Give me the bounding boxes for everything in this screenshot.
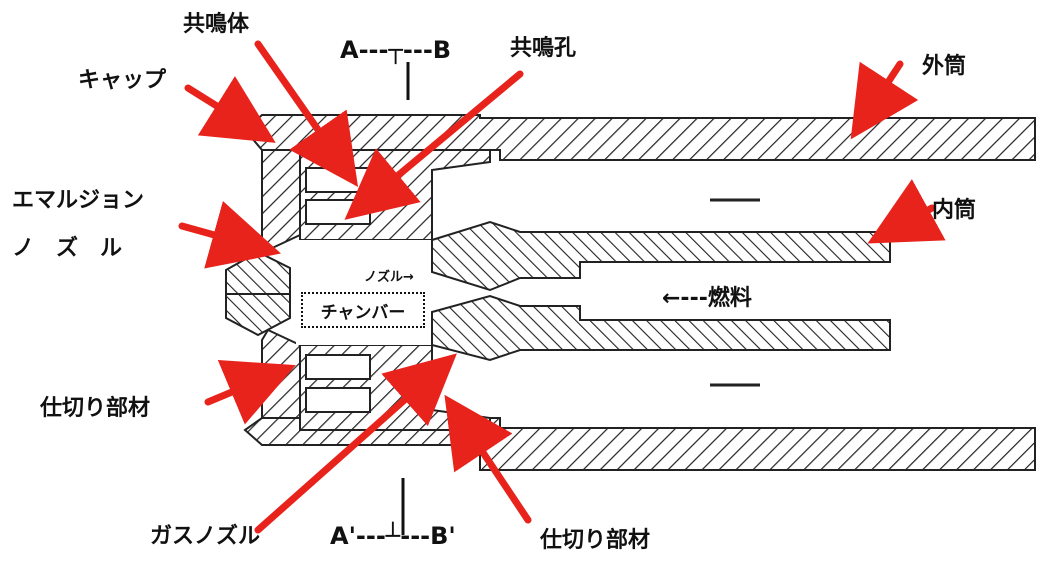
label-fuel: ←---燃料 bbox=[662, 286, 752, 311]
arrow-cap bbox=[184, 76, 276, 143]
leader-arrows bbox=[178, 40, 946, 534]
gas-passage-marks bbox=[710, 198, 760, 387]
label-section-top: A---┬---B bbox=[340, 36, 452, 64]
label-chamber: チャンバー bbox=[301, 292, 425, 328]
label-resonator: 共鳴体 bbox=[183, 12, 250, 37]
label-emulsion-line1: エマルジョン bbox=[12, 188, 145, 213]
arrow-gas-nozzle bbox=[254, 353, 457, 534]
arrow-resonance-hole bbox=[344, 70, 524, 220]
arrow-partition-left bbox=[204, 359, 296, 425]
arrow-emulsion-nozzle bbox=[178, 201, 281, 269]
inner-tube bbox=[431, 220, 891, 362]
label-partition-left: 仕切り部材 bbox=[40, 396, 151, 421]
label-section-bottom: A'---┴---B' bbox=[330, 522, 456, 550]
label-partition-bottom: 仕切り部材 bbox=[540, 528, 651, 553]
arrow-inner-tube bbox=[867, 179, 946, 244]
arrow-partition-bottom bbox=[444, 394, 532, 524]
label-nozzle-arrow: ノズル→ bbox=[364, 270, 414, 285]
arrow-resonator bbox=[254, 40, 359, 187]
emulsion-nozzle-tip bbox=[225, 250, 291, 337]
label-cap: キャップ bbox=[78, 68, 167, 93]
label-gas-nozzle: ガスノズル bbox=[150, 524, 261, 549]
label-outer-tube: 外筒 bbox=[922, 54, 967, 79]
label-emulsion-line2: ノ ズ ル bbox=[12, 236, 123, 261]
label-resonance-hole: 共鳴孔 bbox=[510, 36, 577, 61]
arrow-outer-tube bbox=[850, 60, 919, 140]
label-inner-tube: 内筒 bbox=[932, 198, 977, 223]
